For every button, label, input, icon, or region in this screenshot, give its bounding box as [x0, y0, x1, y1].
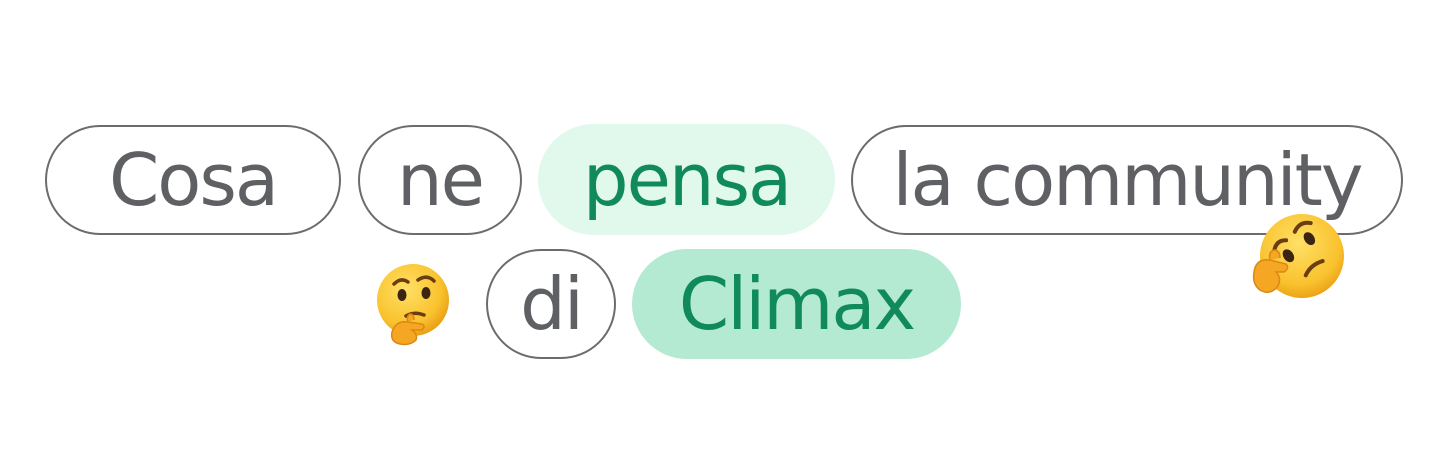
- word-pill-pensa: pensa: [538, 124, 835, 235]
- word-pill-la-community: la community: [851, 125, 1403, 235]
- word-pill-di: di: [486, 249, 616, 359]
- word-pill-climax: Climax: [632, 249, 961, 359]
- word-pill-cosa: Cosa: [45, 125, 341, 235]
- word-pill-ne: ne: [358, 125, 522, 235]
- thinking-face-tilted-icon: [1252, 214, 1344, 298]
- thinking-face-icon: [377, 264, 449, 346]
